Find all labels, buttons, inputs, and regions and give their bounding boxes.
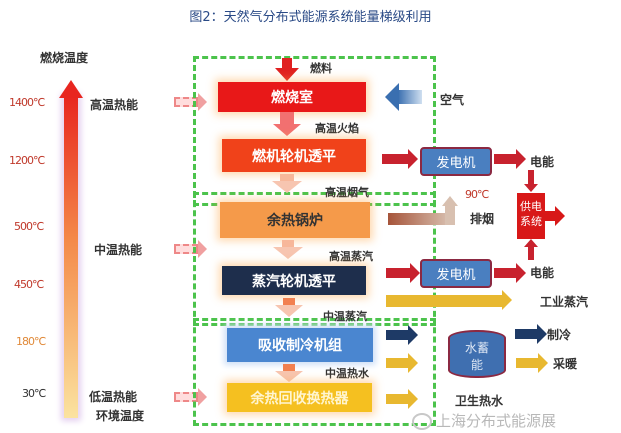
tick-450: 450℃ <box>14 278 44 291</box>
ambient-label: 环境温度 <box>96 409 145 423</box>
cooling-arrow <box>386 325 418 345</box>
watermark: 上海分布式能源展 <box>412 412 556 430</box>
power-in-arrow-bottom <box>528 246 534 260</box>
power-system-box: 供电系统 <box>517 193 545 239</box>
hot-water-label: 卫生热水 <box>455 394 504 408</box>
group-low <box>193 318 436 426</box>
down-arrowhead <box>275 305 303 317</box>
air-arrowhead <box>385 83 399 111</box>
absorption-chiller-box: 吸收制冷机组 <box>227 328 373 362</box>
exhaust-arrowhead <box>442 196 458 206</box>
down-arrowhead <box>273 247 303 259</box>
flame-label: 高温火焰 <box>315 122 359 135</box>
industrial-steam-label: 工业蒸汽 <box>540 295 589 309</box>
wechat-icon <box>412 413 432 430</box>
down-arrowhead <box>273 124 301 136</box>
steam-turbine-box: 蒸汽轮机透平 <box>222 266 366 295</box>
hot-water-arrow <box>386 389 418 409</box>
tick-30: 30℃ <box>22 387 46 400</box>
storage-label: 水蓄能 <box>464 341 489 372</box>
water-storage-tank: 水蓄能 <box>448 330 506 378</box>
dashed-arrow-icon <box>174 388 207 406</box>
down-arrowhead <box>272 181 302 193</box>
power-output-arrow <box>545 206 565 226</box>
exhaust-temp: 90℃ <box>465 188 489 201</box>
mid-hot-water-label: 中温热水 <box>325 367 369 380</box>
tick-1400: 1400℃ <box>9 96 45 109</box>
heat-high: 高温热能 <box>90 98 139 112</box>
flue-gas-label: 高温烟气 <box>325 186 369 199</box>
exhaust-label: 排烟 <box>470 212 495 226</box>
hrsg-box: 余热锅炉 <box>220 202 370 238</box>
hp-steam-label: 高温蒸汽 <box>329 250 373 263</box>
figure-title: 图2：天然气分布式能源系统能量梯级利用 <box>189 10 432 25</box>
arrow-to-electricity <box>494 149 526 169</box>
down-arrow-icon <box>283 298 295 306</box>
axis-label: 燃烧温度 <box>40 51 89 65</box>
power-in-arrow-top-head <box>524 184 538 192</box>
generator-1: 发电机 <box>420 147 492 176</box>
temperature-arrowhead <box>59 80 83 98</box>
down-arrow-icon <box>283 364 295 372</box>
temperature-arrow <box>64 96 78 418</box>
arrow-to-generator <box>382 149 418 169</box>
mp-steam-label: 中温蒸汽 <box>323 310 367 323</box>
generator-2: 发电机 <box>420 259 492 288</box>
industrial-steam-arrow <box>386 290 512 310</box>
power-in-arrow-top <box>528 170 534 184</box>
power-system-label: 供电系统 <box>520 200 542 228</box>
fuel-arrowhead <box>275 68 299 81</box>
watermark-text: 上海分布式能源展 <box>436 412 557 430</box>
electricity-label-1: 电能 <box>530 155 555 169</box>
dashed-arrow-icon <box>174 93 207 111</box>
arrow-to-generator-2 <box>386 263 420 283</box>
air-arrow-icon <box>398 90 422 104</box>
tick-500: 500℃ <box>14 220 44 233</box>
heat-exchanger-box: 余热回收换热器 <box>227 383 372 412</box>
arrow-to-electricity-2 <box>494 263 526 283</box>
tick-1200: 1200℃ <box>9 154 45 167</box>
gas-turbine-box: 燃机轮机透平 <box>222 139 366 172</box>
heat-low: 低温热能 <box>89 390 138 404</box>
dashed-arrow-icon <box>174 240 207 258</box>
power-in-arrow-bottom-head <box>524 239 538 247</box>
heat-mid: 中温热能 <box>94 243 143 257</box>
fuel-label: 燃料 <box>310 62 332 75</box>
down-arrow-icon <box>280 112 294 124</box>
down-arrow-icon <box>282 240 294 248</box>
air-label: 空气 <box>440 93 465 107</box>
combustor-box: 燃烧室 <box>218 82 366 112</box>
exhaust-arrow-icon <box>388 213 450 225</box>
electricity-label-2: 电能 <box>530 266 555 280</box>
heating-arrow <box>386 353 418 373</box>
heating-out-arrow <box>516 353 548 373</box>
heating-label: 采暖 <box>553 357 578 371</box>
tick-180: 180℃ <box>16 335 46 348</box>
down-arrowhead <box>275 371 303 382</box>
exhaust-arrow-up <box>445 205 455 225</box>
cooling-out-arrow <box>515 324 547 344</box>
down-arrow-icon <box>280 174 294 182</box>
fuel-arrow-icon <box>282 58 292 68</box>
cooling-label: 制冷 <box>547 328 572 342</box>
